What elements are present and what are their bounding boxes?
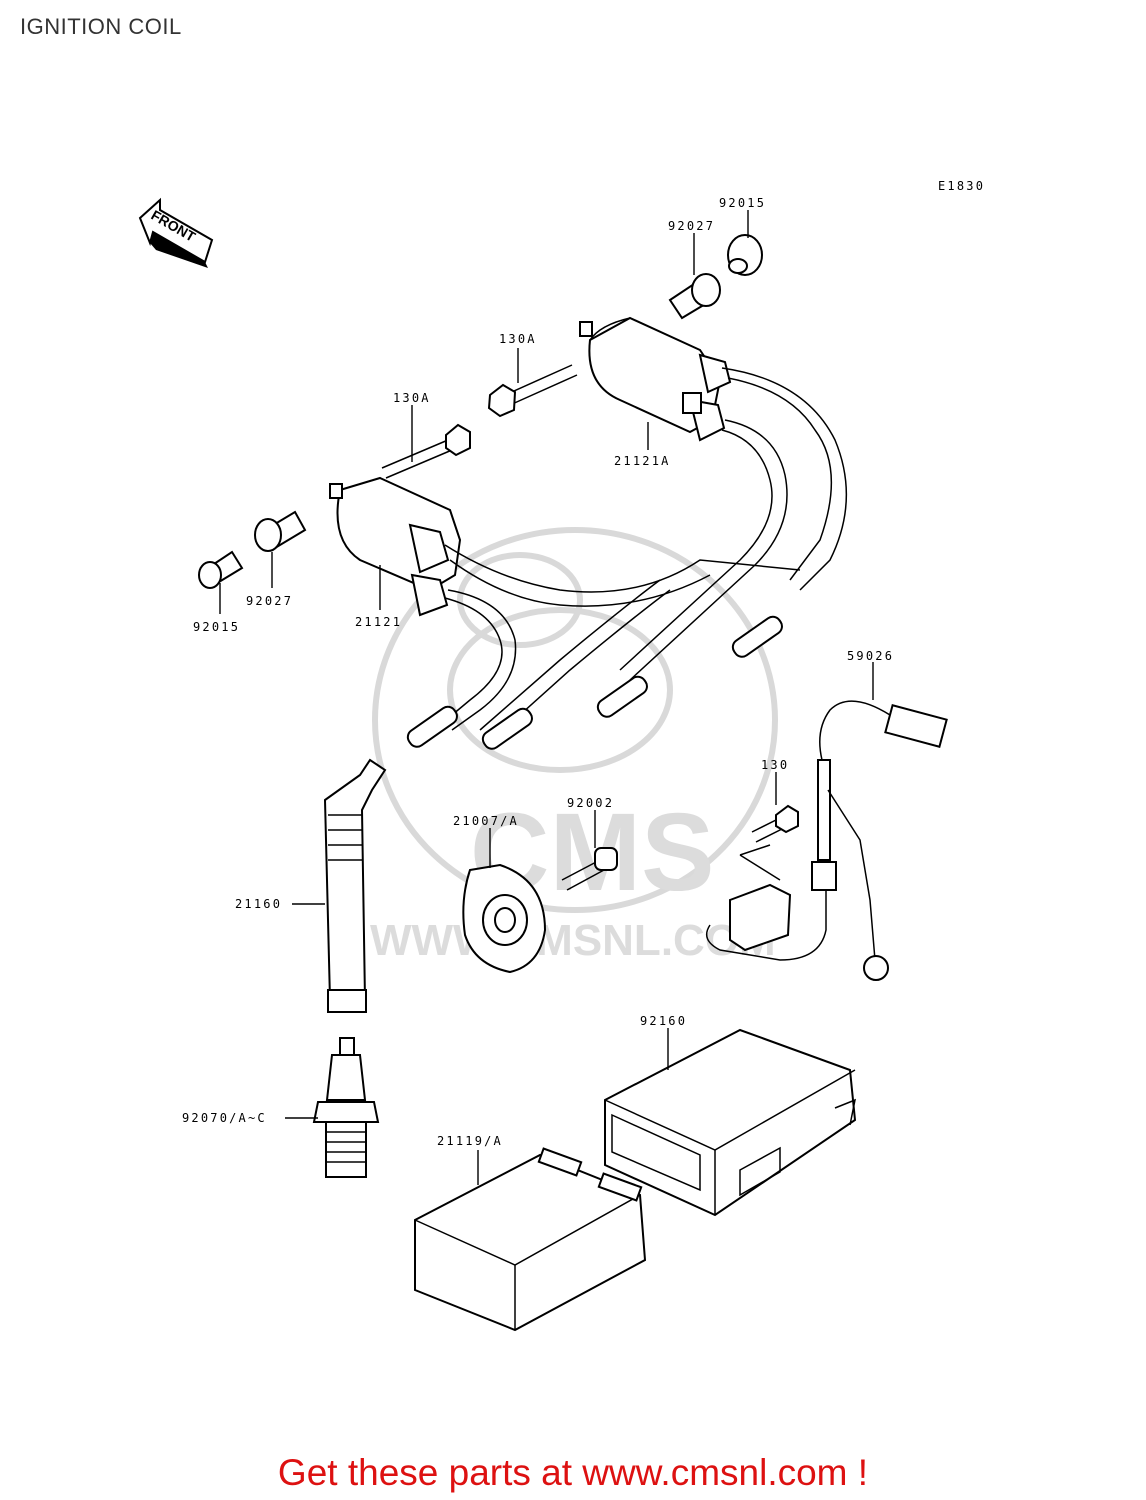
label-130: 130 [761, 758, 789, 772]
label-92015-left: 92015 [193, 620, 240, 634]
igniter-92160 [604, 1028, 857, 1217]
page-title: IGNITION COIL [20, 14, 182, 39]
parts-diagram: CMS WWW.CMSNL.COM E1830 FRONT [138, 179, 985, 1332]
front-arrow-icon: FRONT [138, 197, 214, 268]
label-130a-top: 130A [499, 332, 537, 346]
callout-leaders [219, 210, 874, 1185]
bolt-92002 [561, 847, 618, 891]
label-21119a: 21119/A [437, 1134, 503, 1148]
plug-cap-21160 [323, 758, 387, 1013]
collar-92027-top [668, 273, 721, 320]
label-21121: 21121 [355, 615, 402, 629]
label-92160: 92160 [640, 1014, 687, 1028]
label-59026: 59026 [847, 649, 894, 663]
label-92027-left: 92027 [246, 594, 293, 608]
label-21121a: 21121A [614, 454, 671, 468]
label-92027-top: 92027 [668, 219, 715, 233]
footer-banner-link[interactable]: Get these parts at www.cmsnl.com ! [277, 1452, 869, 1493]
cdi-unit-21119 [414, 1147, 647, 1332]
collar-92015-left [198, 550, 244, 589]
ignition-coil-21121 [329, 476, 801, 741]
pickup-rotor-21007 [462, 863, 547, 974]
label-92002: 92002 [567, 796, 614, 810]
bolt-130a-top [487, 364, 578, 418]
ignition-coil-21121a [579, 316, 848, 681]
lead-terminals [406, 615, 783, 750]
collar-92027-left [254, 510, 307, 552]
bolt-130 [751, 804, 799, 843]
collar-92015-top [727, 234, 763, 276]
label-92015-top: 92015 [719, 196, 766, 210]
spark-plug-92070 [312, 1037, 380, 1178]
label-21007a: 21007/A [453, 814, 519, 828]
watermark-url: WWW.CMSNL.COM [370, 916, 776, 965]
label-21160: 21160 [235, 897, 282, 911]
bolt-130a-left [381, 423, 471, 479]
pickup-coil-59026 [705, 700, 948, 981]
diagram-code: E1830 [938, 179, 985, 193]
label-130a-left: 130A [393, 391, 431, 405]
label-92070: 92070/A~C [182, 1111, 267, 1125]
